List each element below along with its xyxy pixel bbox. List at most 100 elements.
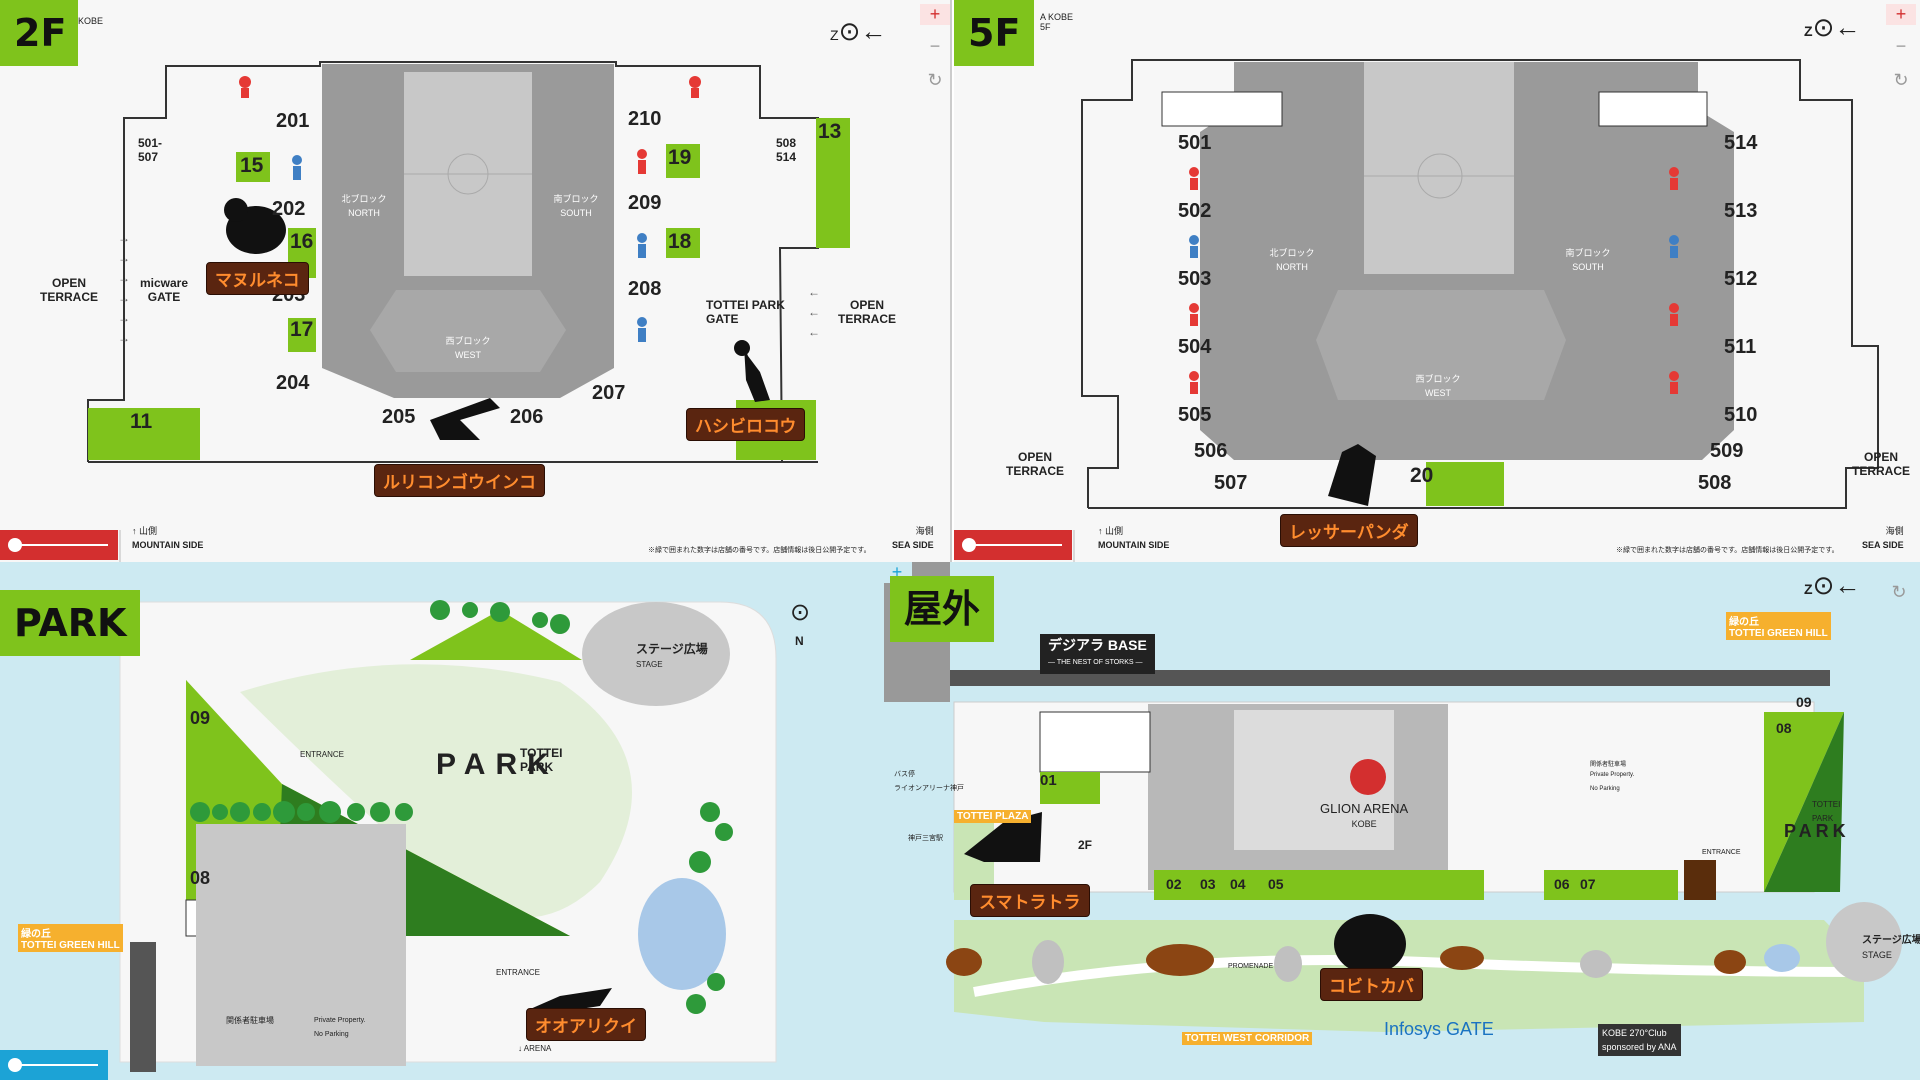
compass-arrow-icon: ⊙ bbox=[790, 599, 811, 626]
section-505: 505 bbox=[1178, 404, 1212, 426]
base-logo: デジアラ BASE— THE NEST OF STORKS — bbox=[1040, 634, 1155, 674]
shop-17: 17 bbox=[290, 318, 314, 341]
red-panda-silhouette bbox=[1328, 444, 1376, 506]
plaza-label: TOTTEI PLAZA bbox=[954, 810, 1032, 823]
floor-2f-map: →→→→→→ ←←← bbox=[87, 61, 850, 562]
shop-05: 05 bbox=[1268, 876, 1284, 892]
section-507: 507 bbox=[1214, 472, 1248, 494]
svg-text:←: ← bbox=[808, 305, 820, 319]
section-201: 201 bbox=[276, 110, 310, 132]
parking-label-jp: 関係者駐車場 bbox=[1590, 762, 1627, 768]
floor-5f-panel: 5F A KOBE 5F Z⊙← + − ↻ 501 502 503 504 5… bbox=[954, 0, 1920, 562]
section-202: 202 bbox=[272, 198, 306, 220]
section-502: 502 bbox=[1178, 200, 1212, 222]
zoom-in-icon[interactable]: + bbox=[920, 4, 950, 25]
west-corridor-label: TOTTEI WEST CORRIDOR bbox=[1182, 1032, 1313, 1045]
animal-label-pygmy-hippo: コビトカバ bbox=[1320, 968, 1423, 1001]
zoom-out-icon[interactable]: − bbox=[929, 36, 941, 56]
shoebill-silhouette bbox=[744, 346, 770, 402]
parking-label-en: Private Property. No Parking bbox=[1590, 772, 1635, 792]
floor-slider[interactable] bbox=[0, 530, 118, 560]
section-508: 508 bbox=[1698, 472, 1732, 494]
slider-handle[interactable] bbox=[962, 538, 976, 552]
entrance-label: ENTRANCE bbox=[1702, 849, 1741, 856]
park-logo-top: TOTTEI PARK bbox=[1812, 800, 1841, 823]
section-206: 206 bbox=[510, 406, 544, 428]
compass-arrow-icon: ⊙← bbox=[1812, 12, 1861, 42]
shop-11: 11 bbox=[130, 410, 153, 433]
section-506: 506 bbox=[1194, 440, 1228, 462]
shop-15: 15 bbox=[240, 154, 264, 177]
tottei-park-gate-label: TOTTEI PARK GATE bbox=[706, 298, 785, 326]
animal-label-shoebill: ハシビロコウ bbox=[686, 408, 806, 441]
outdoor-title: 屋外 bbox=[890, 576, 995, 642]
park-logo-triangle bbox=[410, 610, 582, 660]
shop-01: 01 bbox=[1040, 772, 1057, 789]
section-504: 504 bbox=[1178, 336, 1212, 358]
compass-letter: N bbox=[795, 634, 804, 648]
zoom-out-icon[interactable]: − bbox=[1895, 36, 1907, 56]
reset-view-icon[interactable]: ↻ bbox=[1893, 70, 1909, 90]
section-205: 205 bbox=[382, 406, 416, 428]
floor-title: 5F bbox=[954, 0, 1035, 66]
park-logo: PARK bbox=[436, 748, 559, 781]
parking-label-en: Private Property. No Parking bbox=[314, 1017, 366, 1038]
section-209: 209 bbox=[628, 192, 662, 214]
slider-handle[interactable] bbox=[8, 538, 22, 552]
stage-plaza bbox=[582, 602, 730, 706]
zoom-in-icon[interactable]: + bbox=[1886, 4, 1916, 25]
animal-label-red-panda: レッサーパンダ bbox=[1280, 514, 1418, 547]
shop-08: 08 bbox=[190, 868, 211, 888]
section-510: 510 bbox=[1724, 404, 1758, 426]
park-slider[interactable] bbox=[0, 1050, 108, 1080]
shop-06: 06 bbox=[1554, 876, 1570, 892]
shop-18: 18 bbox=[668, 230, 692, 253]
outdoor-panel: 屋外 Z⊙← + − ↻ デジアラ BASE— THE NEST OF STOR… bbox=[884, 562, 1920, 1080]
compass-arrow-icon: ⊙← bbox=[838, 16, 887, 46]
park-title: PARK bbox=[0, 590, 141, 656]
park-map bbox=[119, 600, 777, 1072]
animal-label-manul: マヌルネコ bbox=[206, 262, 309, 295]
shop-08: 08 bbox=[1776, 720, 1792, 736]
venue-corner-label: KOBE bbox=[78, 16, 104, 26]
park-logo: PARK bbox=[1784, 821, 1850, 841]
section-503: 503 bbox=[1178, 268, 1212, 290]
compass: Z⊙← bbox=[1804, 12, 1861, 42]
outer-wall bbox=[1081, 59, 1879, 509]
shop-09: 09 bbox=[190, 708, 211, 728]
promenade-label: PROMENADE bbox=[1228, 963, 1274, 970]
slider-handle[interactable] bbox=[8, 1058, 22, 1072]
section-514: 514 bbox=[1724, 132, 1758, 154]
reset-view-icon[interactable]: ↻ bbox=[927, 70, 943, 90]
tiger-silhouette bbox=[964, 812, 1042, 862]
svg-text:→: → bbox=[118, 271, 130, 285]
arena-logo-icon bbox=[1350, 759, 1386, 795]
pond bbox=[638, 878, 726, 990]
compass-arrow-icon: ⊙← bbox=[1812, 570, 1861, 600]
svg-text:→: → bbox=[118, 331, 130, 345]
reset-view-icon[interactable]: ↻ bbox=[1891, 582, 1907, 602]
svg-text:→: → bbox=[118, 231, 130, 245]
compass-letter: Z bbox=[830, 27, 839, 43]
venue-corner-label: A KOBE 5F bbox=[1040, 12, 1074, 32]
compass: Z⊙← bbox=[830, 16, 886, 47]
shop-16: 16 bbox=[290, 230, 314, 253]
park-logo-top: TOTTEI PARK bbox=[520, 746, 563, 774]
anteater-silhouette bbox=[528, 988, 612, 1012]
animal-label-tiger: スマトラトラ bbox=[970, 884, 1090, 917]
micware-gate-label: micware GATE bbox=[140, 276, 189, 304]
infosys-gate: Infosys GATE bbox=[1384, 1019, 1494, 1039]
open-terrace-left: OPEN TERRACE bbox=[40, 276, 99, 304]
shop-03: 03 bbox=[1200, 876, 1216, 892]
svg-text:←: ← bbox=[808, 325, 820, 339]
floor-slider[interactable] bbox=[954, 530, 1072, 560]
shop-04: 04 bbox=[1230, 876, 1246, 892]
compass: Z⊙← bbox=[1804, 570, 1861, 600]
svg-text:→: → bbox=[118, 251, 130, 265]
section-210: 210 bbox=[628, 108, 662, 130]
